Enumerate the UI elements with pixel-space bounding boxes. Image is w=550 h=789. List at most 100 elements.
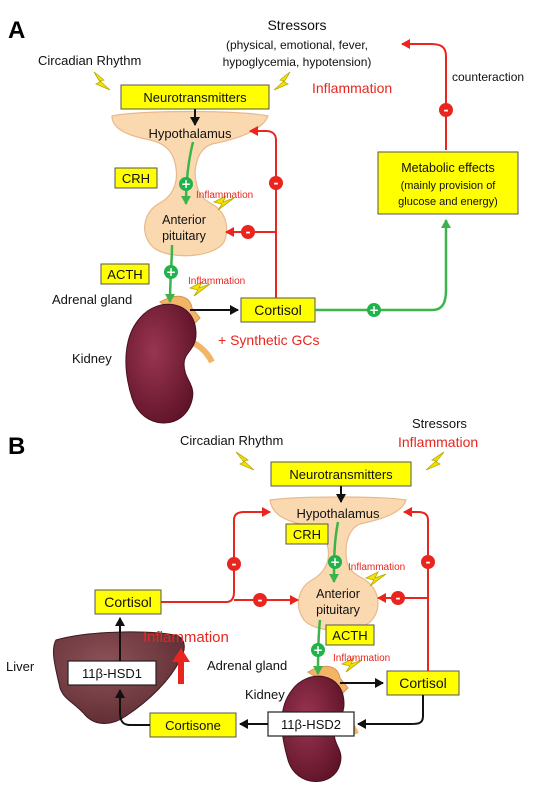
pituitary-label-a: pituitary [162,229,207,243]
minus-sign-left-hypothalamus-b: - [227,557,241,571]
inflammation-top-label-b: Inflammation [398,434,478,450]
hsd2-box-b: 11β-HSD2 [267,711,355,737]
svg-text:-: - [426,555,431,569]
neurotransmitters-label-a: Neurotransmitters [143,90,247,105]
cortisol-label-a: Cortisol [254,302,301,318]
svg-text:-: - [444,103,449,117]
cortisol-left-box-b: Cortisol [94,589,162,615]
crh-label-a: CRH [122,171,150,186]
circadian-rhythm-label-b: Circadian Rhythm [180,433,283,448]
svg-text:+: + [330,555,340,569]
neurotransmitters-box-b: Neurotransmitters [270,461,412,487]
kidney-label-a: Kidney [72,351,112,366]
minus-sign-pituitary-a: - [241,225,255,239]
hsd1-label-b: 11β-HSD1 [82,666,142,681]
inflammation-liver-label-b: Inflammation [143,629,229,646]
acth-label-b: ACTH [332,628,367,643]
panel-a: A Circadian Rhythm Stressors (physical, … [8,17,524,424]
metabolic-line1-a: Metabolic effects [401,161,495,175]
minus-sign-hypothalamus-a: - [269,176,283,190]
arrow-cortisol-to-hsd2-b [357,695,424,729]
arrow-metabolic-to-stressors-a [401,39,447,150]
crh-label-b: CRH [293,527,321,542]
acth-box-a: ACTH [100,263,150,285]
minus-sign-right-hypothalamus-b: - [421,555,435,569]
arrow-cortisol-to-hypothalamus-a [249,126,277,298]
lightning-icon-pituitary-b [364,571,387,587]
panel-b: B Circadian Rhythm Stressors Inflammatio… [6,416,478,782]
minus-sign-right-pituitary-b: - [391,591,405,605]
stressors-title-a: Stressors [267,17,326,33]
plus-sign-acth-b: + [311,643,325,657]
anterior-label-b: Anterior [316,587,360,601]
hsd1-box-b: 11β-HSD1 [67,660,157,686]
up-arrow-icon-inflammation [172,648,190,684]
lightning-icon-circadian-b [235,451,255,471]
acth-box-b: ACTH [325,624,375,646]
lightning-icon-stressors-a [273,71,291,91]
svg-text:-: - [258,593,263,607]
circadian-rhythm-label-a: Circadian Rhythm [38,53,141,68]
metabolic-line2-a: (mainly provision of [401,180,497,192]
inflammation-label-a: Inflammation [312,80,392,96]
plus-sign-crh-a: + [179,177,193,191]
minus-sign-left-pituitary-b: - [253,593,267,607]
cortisol-box-a: Cortisol [240,297,316,323]
panel-a-label: A [8,17,25,44]
inflammation-small-1-b: Inflammation [348,562,405,573]
hypothalamus-label-a: Hypothalamus [148,126,232,141]
counteraction-label-a: counteraction [452,70,524,84]
svg-text:-: - [246,225,251,239]
svg-text:+: + [369,303,379,317]
plus-sign-metabolic-a: + [367,303,381,317]
adrenal-gland-label-a: Adrenal gland [52,292,132,307]
lightning-icon-stressors-b [425,451,445,471]
lightning-icon-pituitary-a [212,195,235,211]
acth-label-a: ACTH [107,267,142,282]
svg-text:+: + [181,177,191,191]
arrow-hypothalamus-to-pituitary-a [181,141,195,205]
lightning-icon-circadian-a [93,71,111,91]
inflammation-small-2-b: Inflammation [333,653,390,664]
adrenal-gland-label-b: Adrenal gland [207,658,287,673]
metabolic-line3-a: glucose and energy) [398,196,498,208]
kidney-illustration-a [125,295,215,424]
plus-sign-crh-b: + [328,555,342,569]
cortisol-left-label-b: Cortisol [104,594,151,610]
liver-label-b: Liver [6,659,35,674]
cortisone-label-b: Cortisone [165,718,221,733]
svg-text:-: - [232,557,237,571]
panel-b-label: B [8,433,25,460]
arrow-cortisone-to-hsd1-b [115,689,150,726]
cortisol-right-box-b: Cortisol [386,670,460,696]
anterior-label-a: Anterior [162,213,206,227]
synthetic-gcs-label-a: + Synthetic GCs [218,332,320,348]
inflammation-small-1-a: Inflammation [196,190,253,201]
neurotransmitters-label-b: Neurotransmitters [289,467,393,482]
stressors-detail-line1-a: (physical, emotional, fever, [226,38,368,52]
hsd2-label-b: 11β-HSD2 [281,717,341,732]
minus-sign-counteraction-a: - [439,103,453,117]
plus-sign-acth-a: + [164,265,178,279]
lightning-icon-adrenal-b [340,657,363,673]
neurotransmitters-box-a: Neurotransmitters [120,84,270,110]
stressors-label-b: Stressors [412,416,467,431]
pituitary-label-b: pituitary [316,603,361,617]
arrow-left-cortisol-to-hypothalamus-b [161,507,271,603]
cortisol-right-label-b: Cortisol [399,675,446,691]
metabolic-effects-box-a: Metabolic effects (mainly provision of g… [377,151,519,215]
svg-text:-: - [396,591,401,605]
svg-text:+: + [313,643,323,657]
kidney-label-b: Kidney [245,687,285,702]
lightning-icon-adrenal-a [188,281,211,297]
hypothalamus-label-b: Hypothalamus [296,506,380,521]
cortisone-box-b: Cortisone [149,712,237,738]
arrow-right-cortisol-to-hypothalamus-b [403,507,429,671]
crh-box-b: CRH [285,523,329,545]
inflammation-small-2-a: Inflammation [188,276,245,287]
stressors-detail-line2-a: hypoglycemia, hypotension) [223,55,372,69]
svg-text:+: + [166,265,176,279]
arrow-cortisol-to-metabolic-a [315,219,451,312]
arrow-hypothalamus-to-pituitary-b [329,521,340,583]
